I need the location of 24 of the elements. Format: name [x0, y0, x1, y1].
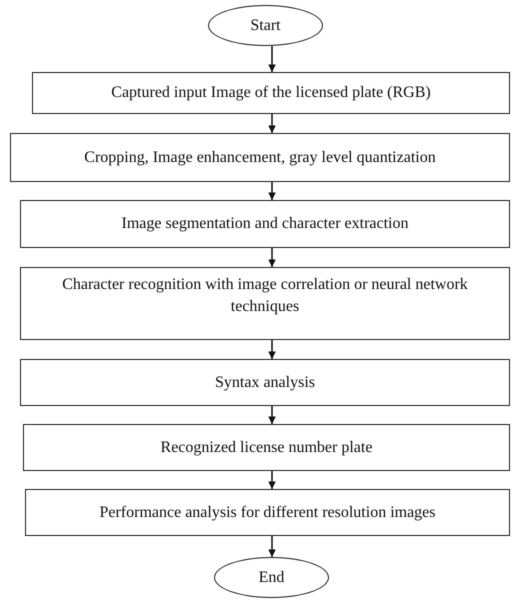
process-box: [20, 267, 510, 340]
process-box: [23, 424, 510, 471]
process-box: [25, 489, 510, 536]
node-text: Character recognition with image correlation or neural network techniques: [61, 275, 469, 317]
node-text: Cropping, Image enhancement, gray level quantization: [84, 148, 436, 168]
node-text: End: [258, 568, 284, 588]
arrow: [268, 182, 276, 200]
node-text: Performance analysis for different resolution images: [99, 502, 436, 522]
node-text: Syntax analysis: [215, 372, 315, 392]
node-text: Start: [250, 16, 281, 36]
process-box: [32, 72, 510, 114]
arrow: [268, 114, 276, 133]
arrow: [268, 536, 276, 557]
node-text: Recognized license number plate: [160, 438, 372, 458]
node-text: Captured input Image of the licensed plate (RGB): [111, 83, 431, 103]
process-box: [20, 200, 510, 248]
arrow: [268, 340, 276, 359]
arrow: [268, 248, 276, 267]
arrow: [268, 46, 276, 72]
process-box: [20, 359, 510, 406]
process-box: [10, 133, 510, 182]
node-text: Image segmentation and character extraction: [122, 214, 408, 234]
arrow: [268, 406, 276, 424]
arrow: [268, 471, 276, 489]
